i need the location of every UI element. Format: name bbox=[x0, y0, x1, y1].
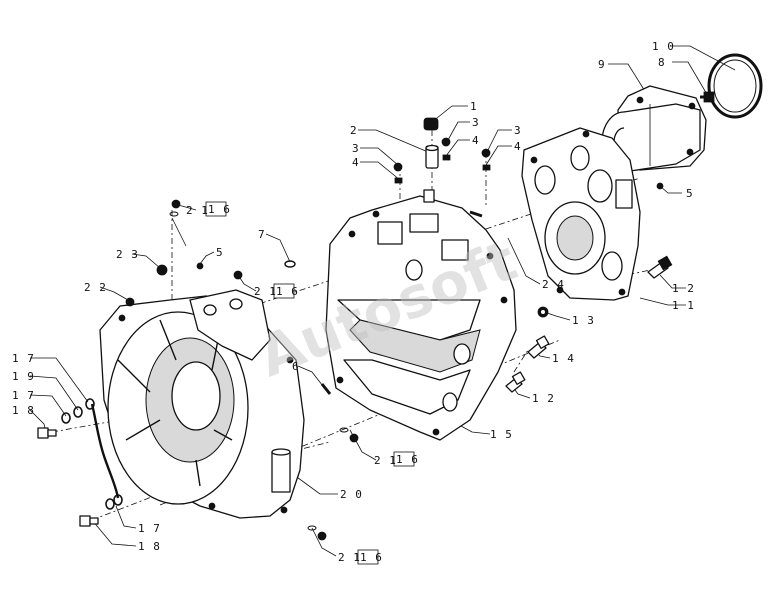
callout-21-b: 2 1 bbox=[254, 285, 277, 298]
callout-16-b: 1 6 bbox=[276, 285, 299, 298]
bolt-part-14 bbox=[527, 335, 550, 359]
bolt-part-18-top bbox=[37, 427, 57, 439]
pin-part-6 bbox=[320, 383, 332, 395]
main-housing-part-15 bbox=[325, 189, 517, 441]
callout-6: 6 bbox=[292, 360, 300, 373]
callout-15: 1 5 bbox=[490, 428, 513, 441]
callout-24: 2 4 bbox=[542, 278, 565, 291]
ref-box-21-16-d bbox=[357, 549, 379, 565]
callout-16-d: 1 6 bbox=[360, 551, 383, 564]
bolt-part-12-mid bbox=[505, 371, 526, 393]
callout-5-right: 5 bbox=[686, 187, 694, 200]
plug-part-1 bbox=[423, 117, 439, 131]
bolt-part-18-bottom bbox=[79, 515, 99, 527]
callout-10: 1 0 bbox=[652, 40, 675, 53]
callout-3-c: 3 bbox=[514, 124, 522, 137]
callout-21-a: 2 1 bbox=[186, 204, 209, 217]
callout-2: 2 bbox=[350, 124, 358, 137]
washer-part-4-a bbox=[394, 177, 403, 184]
ref-box-21-16-b bbox=[273, 283, 295, 299]
callout-18-top: 1 8 bbox=[12, 404, 35, 417]
ref-box-21-16-a bbox=[205, 201, 227, 217]
callout-4-a: 4 bbox=[352, 156, 360, 169]
bolt-part-12-right bbox=[647, 255, 673, 279]
washer-part-3-a bbox=[393, 162, 403, 172]
ref-box-21-16-c bbox=[393, 451, 415, 467]
callout-1: 1 bbox=[470, 100, 478, 113]
callout-14: 1 4 bbox=[552, 352, 575, 365]
callout-4-c: 4 bbox=[514, 140, 522, 153]
pin-part-24 bbox=[469, 210, 483, 218]
callout-22: 2 2 bbox=[84, 281, 107, 294]
callout-9: 9 bbox=[598, 58, 606, 71]
callout-16-a: 1 6 bbox=[208, 203, 231, 216]
callout-4-b: 4 bbox=[472, 134, 480, 147]
callout-20: 2 0 bbox=[340, 488, 363, 501]
callout-21-c: 2 1 bbox=[374, 454, 397, 467]
callout-16-c: 1 6 bbox=[396, 453, 419, 466]
callout-3-b: 3 bbox=[472, 116, 480, 129]
tube-assembly bbox=[61, 398, 123, 510]
cover-part-9 bbox=[601, 85, 707, 173]
cap-part-21-c bbox=[339, 427, 359, 443]
screw-part-5-right bbox=[656, 182, 664, 190]
callout-17-mid: 1 7 bbox=[12, 389, 35, 402]
callout-17-bottom: 1 7 bbox=[138, 522, 161, 535]
callout-12-right: 1 2 bbox=[672, 282, 695, 295]
callout-18-bottom: 1 8 bbox=[138, 540, 161, 553]
callout-labels: 1 0 8 9 5 1 2 1 1 1 2 3 4 3 4 3 4 2 1 1 … bbox=[12, 40, 695, 564]
callout-8: 8 bbox=[658, 56, 666, 69]
seal-part-13 bbox=[537, 306, 549, 318]
callout-5-left: 5 bbox=[216, 246, 224, 259]
callout-21-d: 2 1 bbox=[338, 551, 361, 564]
plug-part-23 bbox=[156, 264, 168, 276]
callout-7: 7 bbox=[258, 228, 266, 241]
washer-part-3-c bbox=[481, 148, 491, 158]
clip-part-7 bbox=[284, 260, 296, 268]
washer-part-4-c bbox=[482, 164, 491, 171]
screw-part-5-left bbox=[196, 262, 204, 270]
callout-17-top: 1 7 bbox=[12, 352, 35, 365]
cap-part-21-a bbox=[169, 199, 187, 247]
cap-part-21-d bbox=[307, 525, 327, 541]
washer-part-3-b bbox=[441, 137, 451, 147]
washer-part-4-b bbox=[442, 154, 451, 161]
plug-part-22 bbox=[125, 297, 135, 307]
sleeve-part-2 bbox=[425, 144, 439, 169]
callout-11: 1 1 bbox=[672, 299, 695, 312]
bell-housing-part-20 bbox=[99, 289, 305, 519]
callout-13: 1 3 bbox=[572, 314, 595, 327]
callout-12-mid: 1 2 bbox=[532, 392, 555, 405]
callout-23: 2 3 bbox=[116, 248, 139, 261]
callout-3-a: 3 bbox=[352, 142, 360, 155]
bolt-part-8 bbox=[700, 91, 715, 103]
cap-part-21-b bbox=[233, 270, 243, 280]
rear-housing-part-11 bbox=[521, 127, 641, 301]
o-ring-part-10 bbox=[707, 53, 763, 119]
callout-19: 1 9 bbox=[12, 370, 35, 383]
